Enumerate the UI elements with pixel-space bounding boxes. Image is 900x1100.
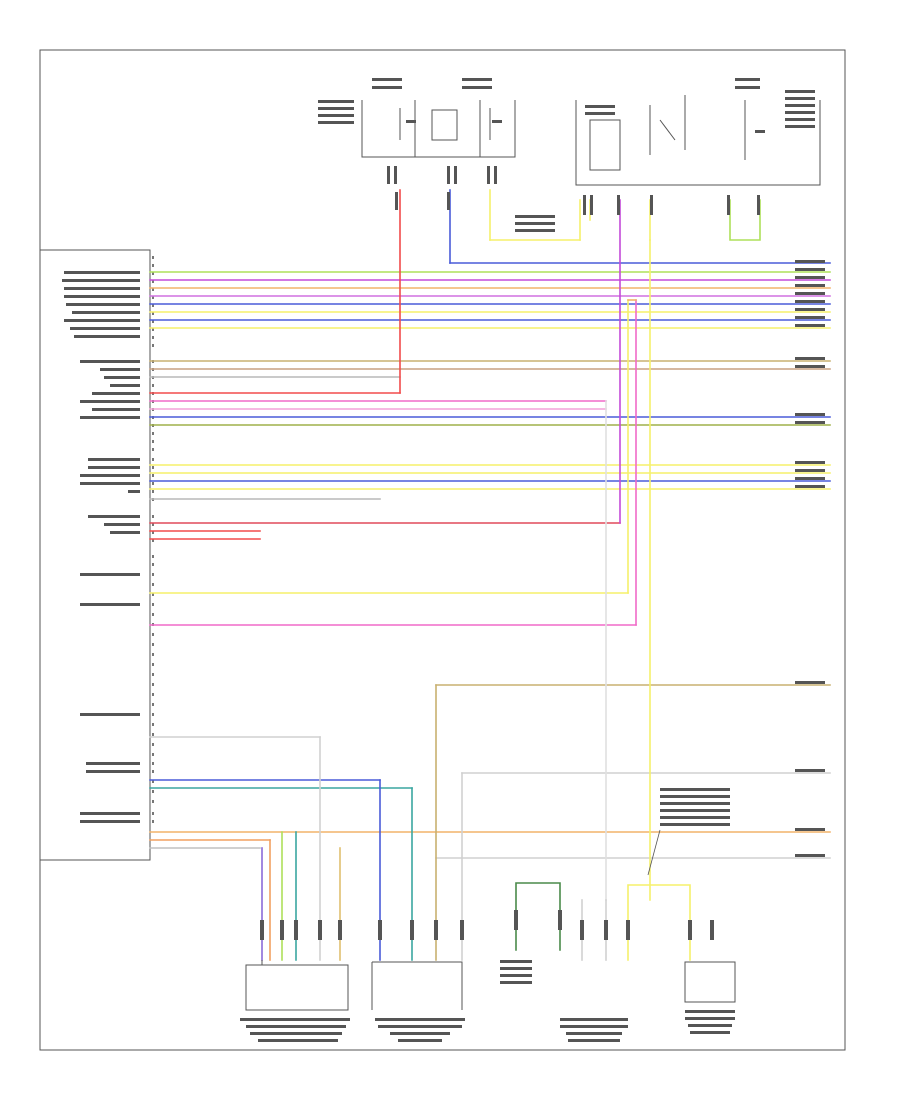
top-fuse-panel [318, 78, 516, 210]
diagram-frame [39, 49, 846, 1051]
bottom-connectors [260, 910, 714, 940]
module-pin-labels [62, 271, 140, 823]
harness-wires [149, 262, 831, 859]
vertical-wires [261, 189, 761, 961]
bottom-components [240, 788, 736, 1042]
engine-control-module [39, 249, 151, 861]
right-edge-labels [795, 260, 825, 857]
top-relay-panel [515, 78, 821, 232]
